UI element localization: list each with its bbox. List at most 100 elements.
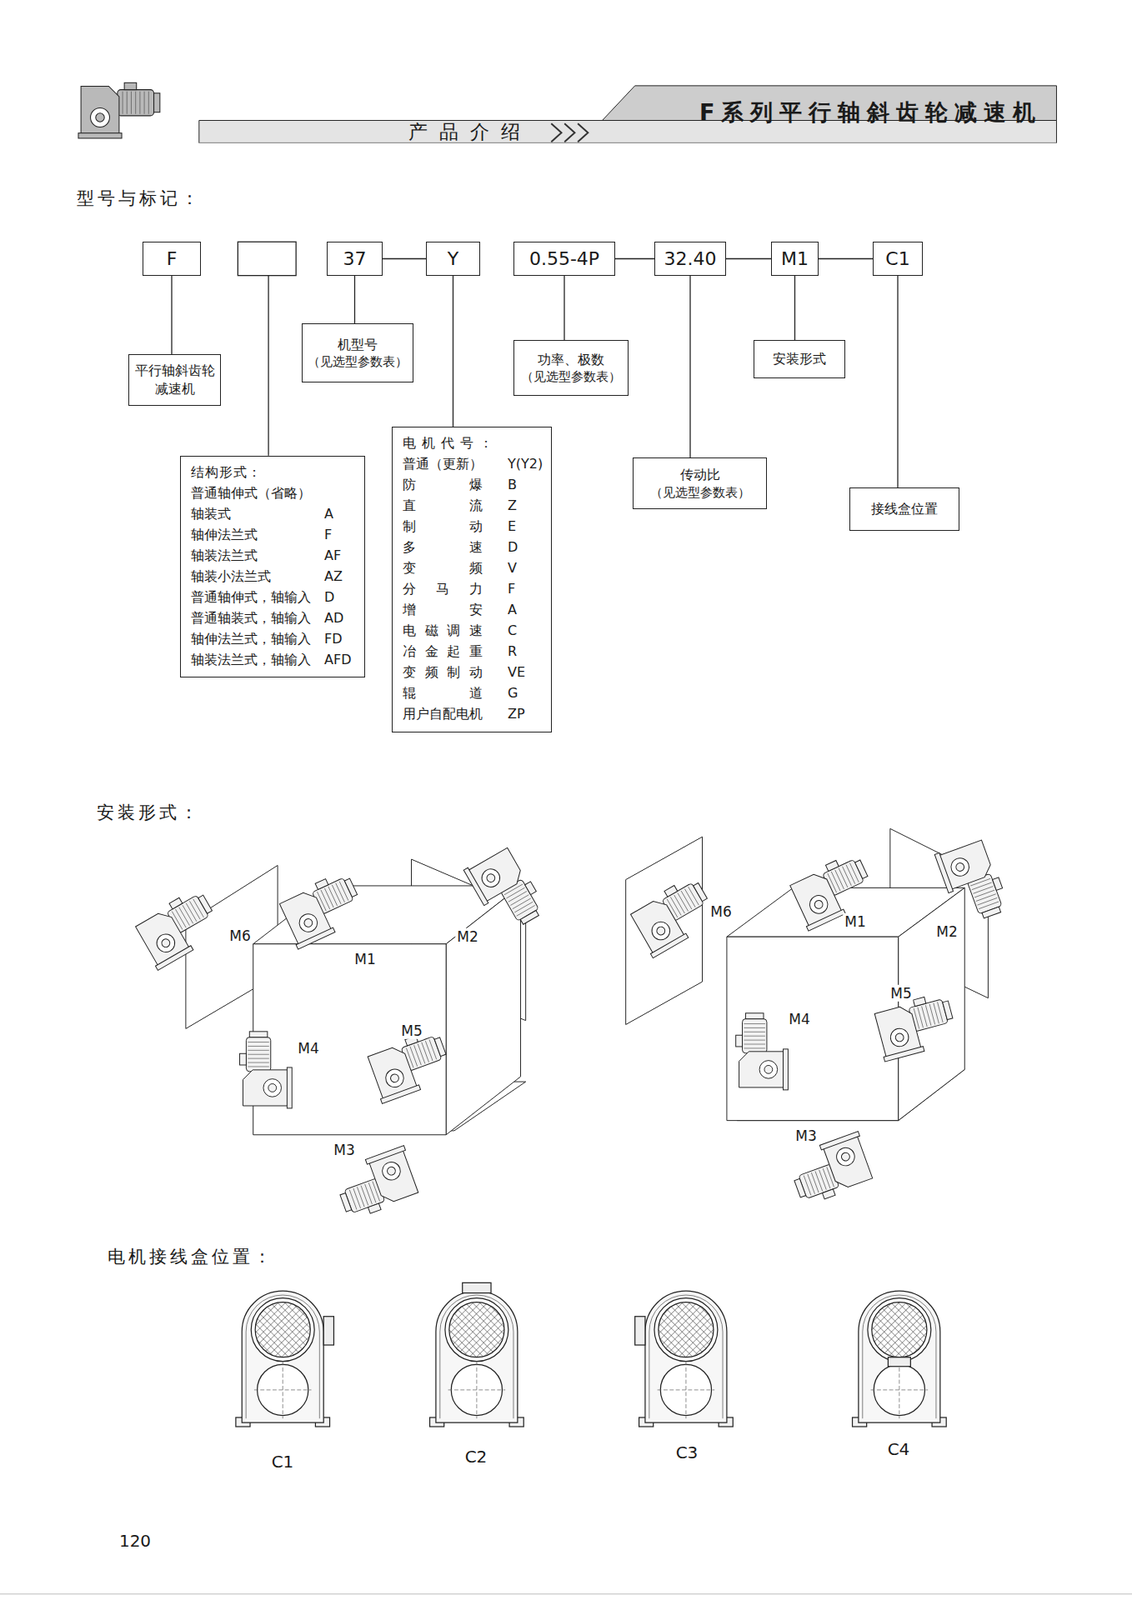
list-item: 增安	[402, 599, 483, 621]
code-box: 37	[326, 241, 383, 276]
list-item: AF	[324, 545, 356, 566]
list-item: AZ	[324, 566, 356, 587]
description-box: 接线盒位置	[849, 487, 960, 531]
outline	[626, 836, 703, 1025]
list-item: F	[324, 524, 356, 546]
position-label: M2	[455, 928, 480, 946]
rule	[0, 1593, 1132, 1595]
list-item: 用户自配电机	[402, 703, 483, 725]
position-label: M6	[708, 903, 733, 921]
gearmotor	[871, 991, 959, 1062]
position-label: C3	[674, 1442, 701, 1463]
description-box: 传动比（见选型参数表）	[632, 457, 767, 510]
connector-line	[896, 275, 898, 488]
box-label: F	[166, 246, 178, 272]
position-label: M2	[934, 923, 959, 941]
list-heading: 电机代号：	[402, 432, 543, 454]
outline	[898, 887, 966, 1121]
list-item: 辊道	[402, 682, 483, 704]
list-item: G	[507, 682, 543, 704]
gearmotor	[364, 1028, 455, 1104]
code-box: 0.55-4P	[513, 241, 616, 276]
list-item: D	[507, 536, 543, 558]
connector-line	[563, 275, 565, 341]
connector-line	[726, 258, 772, 260]
list-item: D	[324, 586, 356, 608]
front-view	[235, 1291, 335, 1428]
box-label: 机型号	[337, 335, 378, 355]
position-label: M4	[295, 1040, 321, 1057]
position-label: M1	[842, 913, 867, 931]
box-label: C1	[885, 246, 910, 272]
box-note: （见选型参数表）	[307, 353, 408, 371]
box-label: 32.40	[664, 246, 717, 272]
gearmotor	[736, 1013, 789, 1091]
gearmotor	[78, 82, 161, 139]
code-box: C1	[872, 241, 923, 276]
outline	[726, 936, 899, 1121]
front-view	[635, 1291, 734, 1428]
leader-line	[267, 275, 269, 456]
section-heading: 安装形式：	[96, 802, 201, 824]
box-label: 功率、极数	[537, 350, 605, 370]
gearmotor	[786, 851, 878, 932]
list-item: FD	[324, 628, 356, 650]
outline	[445, 886, 521, 1136]
list-item: VE	[507, 661, 543, 683]
section-tag: 产品介绍	[408, 120, 532, 145]
position-label: M5	[399, 1022, 424, 1040]
connector-line	[354, 275, 356, 324]
connector-line	[794, 275, 796, 341]
connector-line	[689, 275, 691, 458]
gearmotor	[786, 1132, 877, 1208]
box-label: Y	[447, 246, 459, 272]
list-item: 普通（更新）	[402, 453, 483, 475]
gearmotor	[626, 874, 720, 958]
connector-line	[382, 258, 426, 260]
position-label: M5	[888, 985, 913, 1002]
list-item: 电磁调速	[402, 620, 483, 642]
list-item: Z	[507, 495, 543, 516]
list-item: B	[507, 474, 543, 496]
connector-line	[818, 258, 873, 260]
blank-code-box	[237, 241, 296, 276]
box-label: 传动比	[680, 465, 721, 485]
gearmotor	[463, 844, 547, 937]
gearmotor	[131, 886, 225, 971]
list-item: Y(Y2)	[507, 453, 543, 475]
box-label: 0.55-4P	[529, 246, 600, 272]
position-label: C1	[270, 1452, 296, 1473]
list-item: 普通轴伸式（省略）	[190, 482, 325, 504]
position-label: C2	[463, 1447, 490, 1468]
chevron	[577, 123, 588, 142]
code-list-box: 电机代号：普通（更新）Y(Y2)防爆B直流Z制动E多速D变频V分马力F增安A电磁…	[391, 426, 552, 733]
list-item: C	[507, 620, 543, 642]
code-box: M1	[771, 241, 819, 276]
box-note: （见选型参数表）	[520, 368, 622, 386]
chevron	[564, 123, 575, 142]
position-label: M6	[227, 927, 252, 945]
connector-line	[615, 258, 655, 260]
list-item: AD	[324, 607, 356, 629]
gearmotor	[331, 1146, 422, 1222]
list-item: 直流	[402, 495, 483, 516]
code-box: Y	[425, 241, 481, 276]
position-label: M3	[331, 1142, 356, 1159]
connector-line	[452, 275, 454, 427]
position-label: M3	[793, 1127, 818, 1145]
list-item: 轴装法兰式，轴输入	[190, 649, 325, 671]
code-box: F	[142, 241, 201, 276]
box-label: 接线盒位置	[871, 500, 938, 519]
list-item: 多速	[402, 536, 483, 558]
list-item: A	[507, 599, 543, 621]
list-item: AFD	[324, 649, 356, 671]
list-item: F	[507, 578, 543, 600]
list-item: R	[507, 641, 543, 662]
description-box: 平行轴斜齿轮 减速机	[128, 354, 221, 406]
list-item: 轴伸法兰式，轴输入	[190, 628, 325, 650]
list-item: 制动	[402, 515, 483, 537]
box-label: M1	[781, 246, 809, 272]
list-item: 轴伸法兰式	[190, 524, 325, 546]
position-label: M4	[786, 1011, 812, 1028]
